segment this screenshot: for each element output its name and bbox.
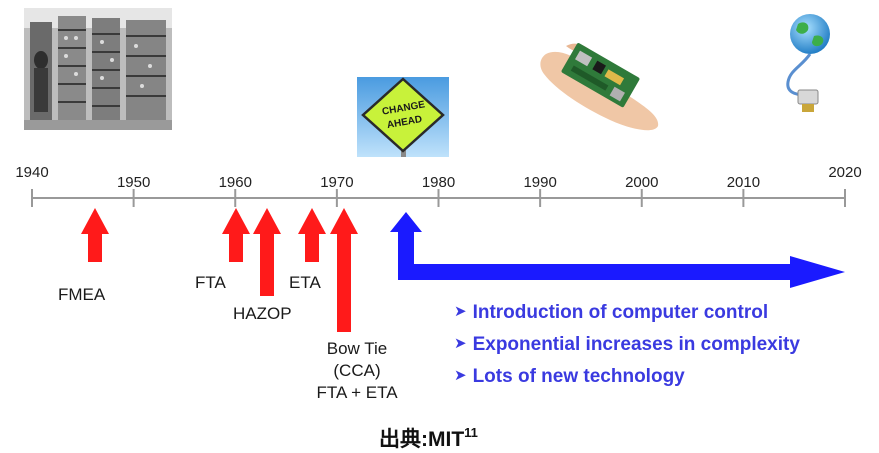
bullet-item: ➤ Introduction of computer control <box>454 296 800 328</box>
tick-label-1960: 1960 <box>218 174 252 191</box>
bullet-text: Lots of new technology <box>472 366 685 387</box>
method-label-fmea: FMEA <box>58 285 106 304</box>
method-label-bowtie: Bow Tie (CCA) FTA + ETA <box>312 338 402 404</box>
method-label-fta: FTA <box>195 273 226 292</box>
red-arrow-fta <box>222 208 250 262</box>
bowtie-line-2: (CCA) <box>333 361 381 380</box>
globe-network-cable <box>786 14 830 112</box>
tick-label-2010: 2010 <box>726 174 761 191</box>
chevron-right-icon: ➤ <box>454 303 467 320</box>
tick-label-1980: 1980 <box>421 174 456 191</box>
source-citation: 出典:MIT11 <box>379 423 478 453</box>
tick-label-1970: 1970 <box>320 174 354 191</box>
tick-label-1990: 1990 <box>523 174 557 191</box>
red-arrow-hazop <box>253 208 281 296</box>
tick-label-2020: 2020 <box>828 164 862 181</box>
method-label-eta: ETA <box>289 273 321 292</box>
change-ahead-sign: CHANGE AHEAD <box>357 77 449 157</box>
blue-arrow-computer-era <box>390 212 845 288</box>
tick-label-1950: 1950 <box>116 174 151 191</box>
red-arrow-fmea <box>81 208 109 262</box>
chevron-right-icon: ➤ <box>454 367 467 384</box>
red-arrow-eta <box>298 208 326 262</box>
mainframe-computer-photo <box>24 8 172 130</box>
chevron-right-icon: ➤ <box>454 335 467 352</box>
bullet-text: Introduction of computer control <box>472 302 769 323</box>
bowtie-line-1: Bow Tie <box>326 339 388 358</box>
method-label-hazop: HAZOP <box>233 304 292 323</box>
bowtie-line-3: FTA + ETA <box>316 383 398 402</box>
bullet-text: Exponential increases in complexity <box>472 334 800 355</box>
red-arrow-bowtie <box>330 208 358 332</box>
bullet-item: ➤ Lots of new technology <box>454 360 800 392</box>
source-text: 出典:MIT <box>379 428 465 451</box>
bullet-list: ➤ Introduction of computer control ➤ Expon… <box>454 296 800 392</box>
source-footnote: 11 <box>464 425 478 440</box>
bullet-item: ➤ Exponential increases in complexity <box>454 328 800 360</box>
circuit-board-in-hand <box>540 43 659 131</box>
tick-label-2000: 2000 <box>625 174 659 191</box>
tick-label-1940: 1940 <box>15 164 49 181</box>
